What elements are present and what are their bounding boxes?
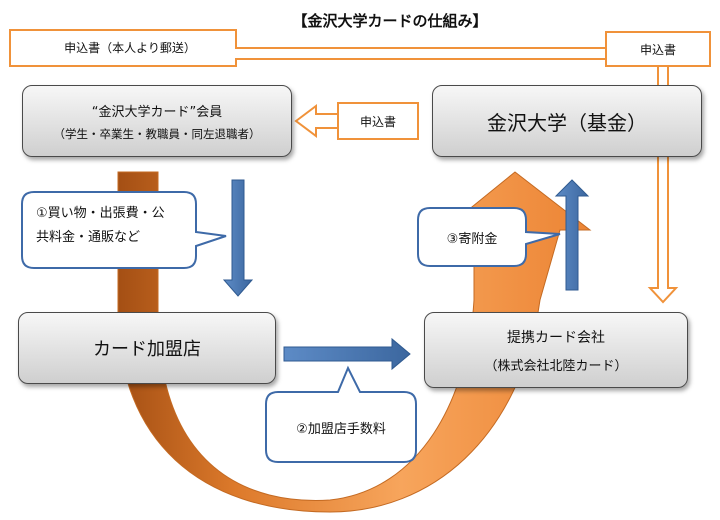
member-label: “金沢大学カード”会員 — [91, 104, 223, 120]
member-box: “金沢大学カード”会員 （学生・卒業生・教職員・同左退職者） — [22, 85, 292, 157]
store-label: カード加盟店 — [93, 339, 201, 360]
purchase-callout-line1: ①買い物・出張費・公 — [36, 206, 165, 221]
top-right-application-label: 申込書 — [639, 42, 676, 57]
diagram-title: 【金沢大学カードの仕組み】 — [292, 11, 488, 30]
purchase-callout: ①買い物・出張費・公 共料金・通販など — [36, 202, 196, 250]
donation-callout-bubble — [417, 207, 561, 267]
top-application-arrow-label: 申込書（本人より郵送） — [64, 40, 196, 55]
fee-callout: ②加盟店手数料 — [296, 421, 386, 437]
middle-application-arrow — [294, 102, 419, 140]
fee-callout-bubble — [265, 365, 417, 463]
purchase-down-arrow — [222, 179, 254, 297]
card-company-box: 提携カード会社 （株式会社北陸カード） — [424, 312, 688, 388]
u-shaped-cycle-arrow — [117, 171, 592, 513]
donation-callout: ③寄附金 — [446, 231, 498, 247]
middle-application-label: 申込書 — [359, 114, 396, 129]
donation-up-arrow — [554, 179, 590, 291]
card-company-label: 提携カード会社 — [507, 329, 605, 346]
purchase-callout-bubble — [21, 191, 227, 269]
fee-right-arrow — [283, 337, 411, 371]
top-right-application-box — [605, 31, 711, 67]
university-label: 金沢大学（基金） — [487, 110, 647, 135]
card-company-sublabel: （株式会社北陸カード） — [484, 358, 628, 374]
university-box: 金沢大学（基金） — [432, 85, 702, 157]
store-box: カード加盟店 — [18, 312, 276, 384]
purchase-callout-line2: 共料金・通販など — [36, 230, 141, 245]
member-sublabel: （学生・卒業生・教職員・同左退職者） — [53, 126, 261, 141]
